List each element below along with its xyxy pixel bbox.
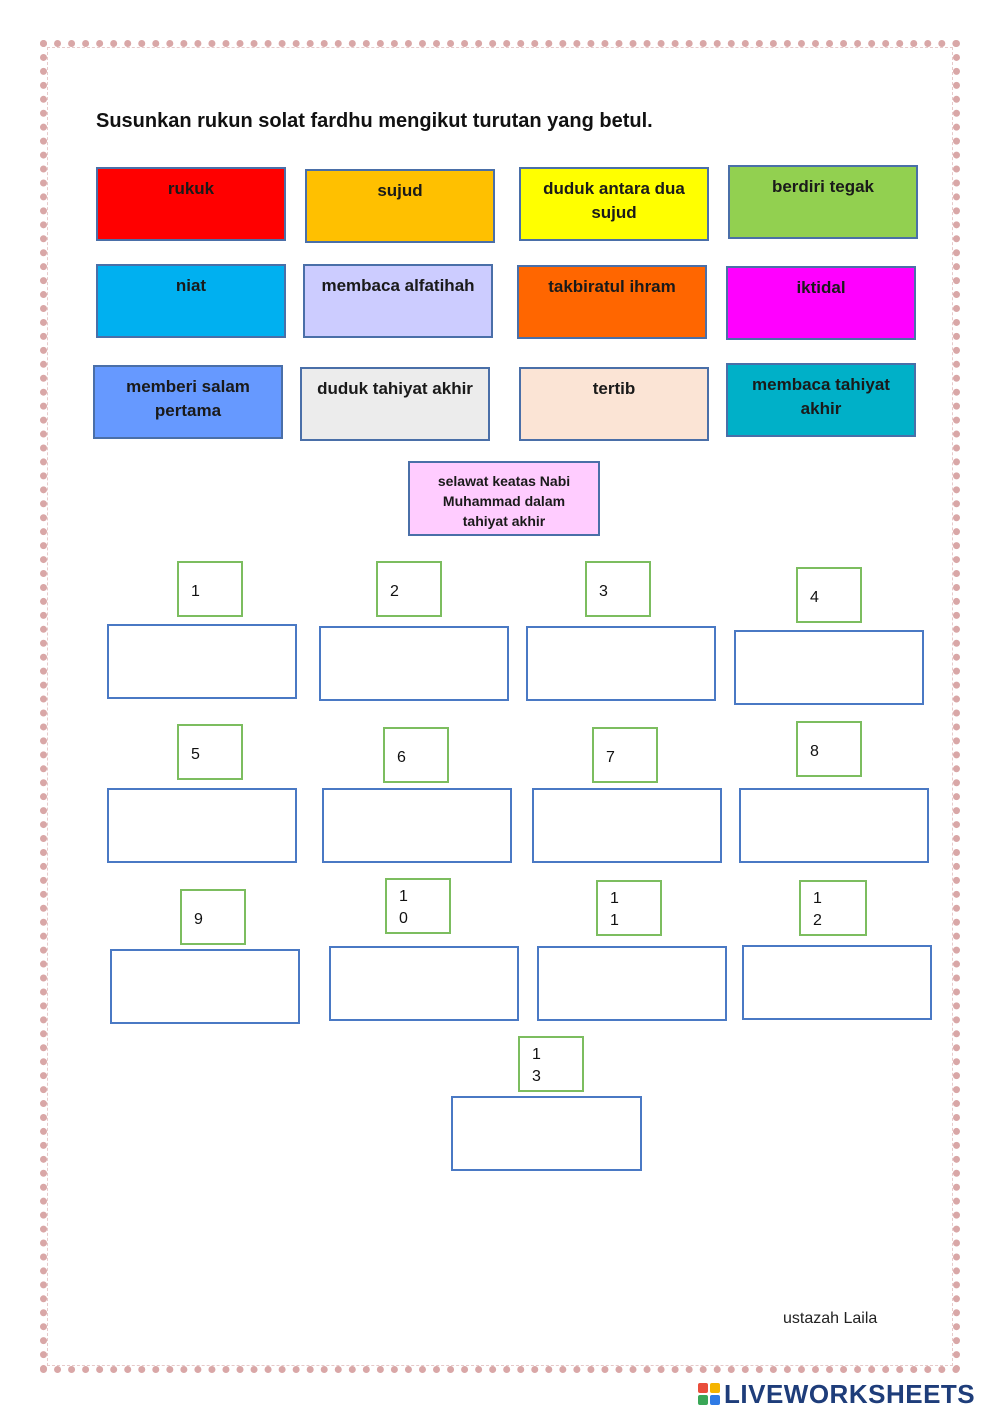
number-digit: 6	[397, 749, 406, 766]
brand-text: LIVEWORKSHEETS	[724, 1378, 976, 1409]
chip-label: tertib	[592, 379, 636, 398]
chip-duduk-antara-dua-sujud[interactable]: duduk antara dua sujud	[519, 167, 709, 241]
chip-label: sujud	[377, 181, 423, 200]
chip-label: takbiratul ihram	[548, 277, 676, 296]
author-credit: ustazah Laila	[783, 1310, 878, 1327]
page-border	[40, 40, 960, 1373]
answer-slot-4[interactable]	[734, 630, 924, 705]
number-digit: 7	[606, 749, 615, 766]
chip-label: membaca tahiyat akhir	[752, 375, 890, 418]
number-box-4: 4	[796, 567, 862, 623]
answer-slot-6[interactable]	[322, 788, 512, 863]
chip-selawat-keatas-nabi[interactable]: selawat keatas Nabi Muhammad dalam tahiy…	[408, 461, 600, 536]
number-digit: 8	[810, 743, 819, 760]
chip-berdiri-tegak[interactable]: berdiri tegak	[728, 165, 918, 239]
answer-slot-2[interactable]	[319, 626, 509, 701]
answer-slot-1[interactable]	[107, 624, 297, 699]
chip-memberi-salam-pertama[interactable]: memberi salam pertama	[93, 365, 283, 439]
brand-square-2	[710, 1383, 720, 1393]
number-digit: 3	[599, 583, 608, 600]
chip-label: rukuk	[167, 179, 215, 198]
brand-square-1	[698, 1383, 708, 1393]
chip-tertib[interactable]: tertib	[519, 367, 709, 441]
answer-slot-11[interactable]	[537, 946, 727, 1021]
chip-duduk-tahiyat-akhir[interactable]: duduk tahiyat akhir	[300, 367, 490, 441]
chip-iktidal[interactable]: iktidal	[726, 266, 916, 340]
number-box-9: 9	[180, 889, 246, 945]
brand-square-3	[698, 1395, 708, 1405]
chip-membaca-alfatihah[interactable]: membaca alfatihah	[303, 264, 493, 338]
answer-slot-8[interactable]	[739, 788, 929, 863]
chip-label: memberi salam pertama	[126, 377, 250, 420]
chip-label: berdiri tegak	[771, 177, 875, 196]
number-digit: 2	[390, 583, 399, 600]
chip-label: iktidal	[796, 278, 846, 297]
number-digit: 9	[194, 911, 203, 928]
number-digit: 5	[191, 746, 200, 763]
chip-label: niat	[175, 276, 207, 295]
number-digit: 1	[532, 1046, 541, 1063]
chip-label: duduk antara dua sujud	[543, 179, 685, 222]
page-border-inner	[47, 47, 953, 1366]
liveworksheets-logo[interactable]: LIVEWORKSHEETS	[698, 1378, 976, 1409]
answer-slot-12[interactable]	[742, 945, 932, 1020]
number-digit: 1	[610, 890, 619, 907]
number-digit: 4	[810, 589, 819, 606]
chip-takbiratul-ihram[interactable]: takbiratul ihram	[517, 265, 707, 339]
answer-slot-5[interactable]	[107, 788, 297, 863]
number-box-5: 5	[177, 724, 243, 780]
number-digit: 1	[399, 888, 408, 905]
number-box-1: 1	[177, 561, 243, 617]
brand-grid-icon	[698, 1383, 720, 1405]
page-title: Susunkan rukun solat fardhu mengikut tur…	[96, 110, 653, 132]
number-digit: 0	[399, 910, 408, 927]
answer-slot-13[interactable]	[451, 1096, 642, 1171]
number-digit: 3	[532, 1068, 541, 1085]
chip-sujud[interactable]: sujud	[305, 169, 495, 243]
number-digit: 2	[813, 912, 822, 929]
chip-label: duduk tahiyat akhir	[317, 379, 473, 398]
number-digit: 1	[191, 583, 200, 600]
chip-membaca-tahiyat-akhir[interactable]: membaca tahiyat akhir	[726, 363, 916, 437]
brand-square-4	[710, 1395, 720, 1405]
number-box-8: 8	[796, 721, 862, 777]
answer-slot-10[interactable]	[329, 946, 519, 1021]
chip-rukuk[interactable]: rukuk	[96, 167, 286, 241]
answer-slot-7[interactable]	[532, 788, 722, 863]
number-box-3: 3	[585, 561, 651, 617]
number-box-7: 7	[592, 727, 658, 783]
number-box-6: 6	[383, 727, 449, 783]
answer-slot-9[interactable]	[110, 949, 300, 1024]
answer-slot-3[interactable]	[526, 626, 716, 701]
number-digit: 1	[813, 890, 822, 907]
number-digit: 1	[610, 912, 619, 929]
chip-niat[interactable]: niat	[96, 264, 286, 338]
number-box-2: 2	[376, 561, 442, 617]
chip-label: selawat keatas Nabi Muhammad dalam tahiy…	[437, 473, 571, 529]
chip-label: membaca alfatihah	[321, 276, 475, 295]
